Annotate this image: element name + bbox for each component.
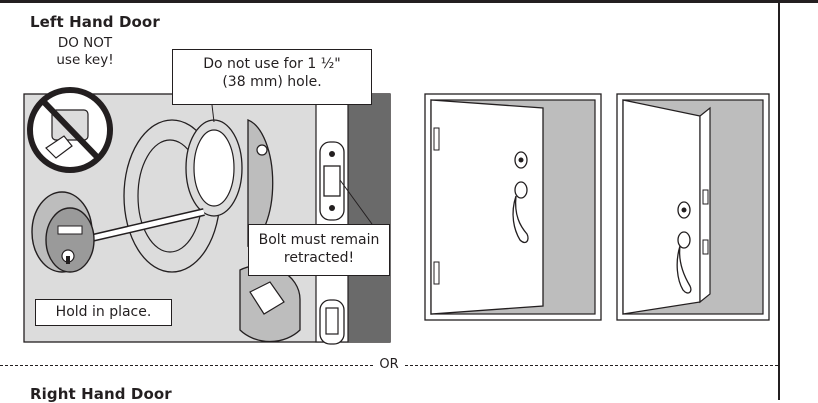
divider-dash-left [0,364,374,366]
or-divider: OR [0,357,779,372]
warning-line-1: DO NOT [57,35,113,51]
do-not-use-key-warning: DO NOT use key! [30,35,140,69]
door-diagram-left-hand [424,93,602,321]
deadbolt-illustration [31,191,205,273]
bolt-callout-line-1: Bolt must remain [258,232,380,248]
bolt-leader-line [339,179,373,225]
bolt-callout-line-2: retracted! [283,250,355,266]
or-label: OR [379,357,399,372]
left-hand-door-title: Left Hand Door [30,13,160,31]
door-edge-panel [348,94,390,342]
latch-plate-lower-icon [319,299,345,345]
latch-plate-icon [319,141,345,221]
hold-in-place-callout: Hold in place. [35,299,172,326]
no-key-icon [27,87,113,173]
hole-callout-line-2: (38 mm) hole. [222,74,322,90]
hole-callout-line-1: Do not use for 1 ½" [203,56,341,72]
spacer-ring-icon [185,119,243,217]
door-diagram-right-hand [616,93,770,321]
right-hand-door-title: Right Hand Door [30,385,172,403]
warning-line-2: use key! [56,52,114,68]
bolt-retracted-callout: Bolt must remain retracted! [248,224,390,276]
top-rule [0,0,818,3]
divider-dash-right [404,364,779,366]
hole-size-callout: Do not use for 1 ½" (38 mm) hole. [172,49,372,105]
hole-leader-line [211,104,215,123]
right-margin-rule [778,0,780,400]
